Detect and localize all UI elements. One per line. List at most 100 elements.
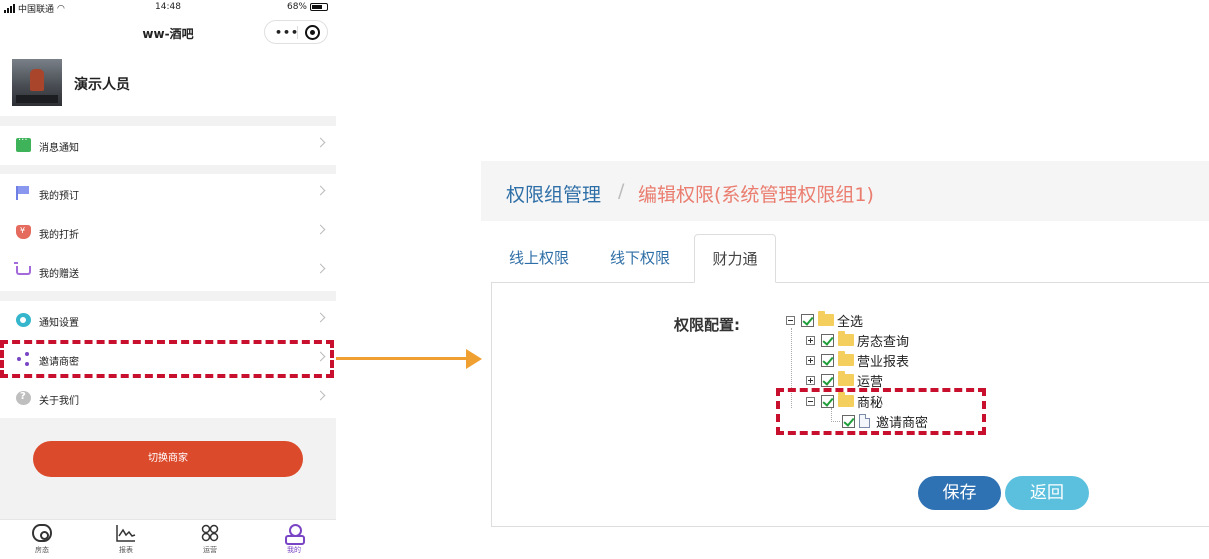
back-button[interactable]: 返回 bbox=[1005, 476, 1089, 510]
gear-icon bbox=[16, 313, 31, 327]
tree-node-invite-secretary: 邀请商密 bbox=[842, 413, 929, 431]
tree-node-label[interactable]: 运营 bbox=[857, 374, 884, 390]
tab-label: 运营 bbox=[203, 546, 217, 554]
arrow-right-icon bbox=[466, 349, 482, 369]
permission-config-label: 权限配置: bbox=[674, 316, 740, 334]
share-icon bbox=[16, 352, 31, 366]
tree-guide bbox=[831, 421, 840, 422]
breadcrumb-parent[interactable]: 权限组管理 bbox=[506, 184, 602, 206]
tree-node-select-all: 全选 bbox=[786, 311, 864, 330]
expand-icon[interactable] bbox=[806, 335, 815, 345]
menu-item-label: 消息通知 bbox=[39, 143, 79, 154]
status-left: 中国联通 ◠ bbox=[4, 2, 65, 15]
arrow-connector bbox=[336, 357, 468, 360]
tree-node-label[interactable]: 营业报表 bbox=[857, 354, 910, 370]
menu-item-label: 我的预订 bbox=[39, 191, 79, 202]
menu-item-my-booking[interactable]: 我的预订 bbox=[0, 174, 336, 213]
command-icon bbox=[201, 524, 219, 542]
menu-item-label: 邀请商密 bbox=[39, 357, 79, 368]
chevron-right-icon bbox=[315, 185, 326, 196]
signal-icon bbox=[4, 4, 15, 13]
nav-bar: ww-酒吧 ••• bbox=[0, 16, 336, 50]
menu-group-1: 消息通知 bbox=[0, 126, 336, 165]
profile-name: 演示人员 bbox=[74, 77, 130, 93]
profile-card: 演示人员 bbox=[0, 50, 336, 116]
menu-item-notify-settings[interactable]: 通知设置 bbox=[0, 301, 336, 340]
tab-label: 我的 bbox=[287, 546, 301, 554]
menu-item-invite-secretary[interactable]: 邀请商密 bbox=[0, 340, 336, 379]
switch-merchant-button[interactable]: 切换商家 bbox=[33, 441, 303, 477]
tab-operations[interactable]: 运营 bbox=[168, 520, 252, 559]
capsule-divider bbox=[297, 26, 298, 39]
folder-icon bbox=[838, 351, 854, 366]
menu-item-my-discount[interactable]: 我的打折 bbox=[0, 213, 336, 252]
tab-reports[interactable]: 报表 bbox=[84, 520, 168, 559]
tab-room-status[interactable]: 房态 bbox=[0, 520, 84, 559]
tab-bar: 房态 报表 运营 我的 bbox=[0, 519, 336, 559]
tab-mine[interactable]: 我的 bbox=[252, 520, 336, 559]
status-bar: 中国联通 ◠ 14:48 68% bbox=[0, 0, 336, 16]
message-icon bbox=[16, 135, 31, 152]
tree-node-label[interactable]: 房态查询 bbox=[857, 334, 910, 350]
collapse-icon[interactable] bbox=[786, 315, 795, 325]
chevron-right-icon bbox=[315, 137, 326, 148]
highlight-secretary-node bbox=[776, 388, 986, 435]
menu-item-label: 通知设置 bbox=[39, 318, 79, 329]
checkbox-business-report[interactable] bbox=[821, 353, 834, 367]
tree-node-label[interactable]: 全选 bbox=[837, 314, 864, 330]
checkbox-room-query[interactable] bbox=[821, 333, 834, 347]
collapse-icon[interactable] bbox=[806, 396, 815, 406]
tree-node-operations: 运营 bbox=[806, 371, 884, 390]
battery-icon bbox=[310, 3, 328, 11]
close-miniprogram-icon[interactable] bbox=[305, 25, 320, 40]
battery-percent: 68% bbox=[286, 2, 307, 12]
save-button[interactable]: 保存 bbox=[918, 476, 1001, 510]
flag-icon bbox=[16, 186, 31, 200]
tree-guide bbox=[791, 328, 792, 408]
tree-guide bbox=[831, 408, 832, 420]
menu-item-label: 我的打折 bbox=[39, 230, 79, 241]
tab-label: 报表 bbox=[119, 546, 133, 554]
menu-item-about-us[interactable]: 关于我们 bbox=[0, 379, 336, 418]
highlight-invite-menu bbox=[0, 340, 334, 378]
nav-title: ww-酒吧 bbox=[142, 27, 194, 41]
menu-item-notifications[interactable]: 消息通知 bbox=[0, 126, 336, 165]
menu-item-label: 我的赠送 bbox=[39, 269, 79, 280]
tree-node-room-query: 房态查询 bbox=[806, 331, 910, 350]
breadcrumb: 权限组管理 / 编辑权限(系统管理权限组1) bbox=[481, 161, 1209, 221]
tree-node-label[interactable]: 邀请商密 bbox=[876, 415, 929, 431]
wifi-icon: ◠ bbox=[57, 3, 65, 14]
tab-cailitong[interactable]: 财力通 bbox=[694, 234, 776, 283]
expand-icon[interactable] bbox=[806, 355, 815, 365]
tree-node-label[interactable]: 商秘 bbox=[857, 395, 884, 411]
document-icon bbox=[859, 414, 870, 428]
folder-icon bbox=[818, 311, 834, 326]
checkbox-select-all[interactable] bbox=[801, 313, 814, 327]
checkbox-invite-secretary[interactable] bbox=[842, 414, 855, 428]
chevron-right-icon bbox=[315, 390, 326, 401]
menu-item-label: 关于我们 bbox=[39, 396, 79, 407]
cart-icon bbox=[14, 262, 31, 275]
user-icon bbox=[284, 524, 305, 545]
chevron-right-icon bbox=[315, 263, 326, 274]
more-icon[interactable]: ••• bbox=[275, 26, 300, 39]
tab-offline-permissions[interactable]: 线下权限 bbox=[610, 249, 671, 267]
expand-icon[interactable] bbox=[806, 375, 815, 385]
breadcrumb-current: 编辑权限(系统管理权限组1) bbox=[638, 184, 874, 206]
checkbox-secretary[interactable] bbox=[821, 394, 834, 408]
menu-group-2: 我的预订 我的打折 我的赠送 bbox=[0, 174, 336, 291]
tab-label: 房态 bbox=[35, 546, 49, 554]
status-time: 14:48 bbox=[155, 2, 181, 12]
chevron-right-icon bbox=[315, 312, 326, 323]
checkbox-operations[interactable] bbox=[821, 373, 834, 387]
folder-icon bbox=[838, 371, 854, 386]
eye-icon bbox=[32, 524, 52, 542]
permission-tabs: 线上权限 线下权限 财力通 bbox=[491, 234, 1209, 283]
carrier: 中国联通 bbox=[18, 5, 55, 15]
breadcrumb-separator: / bbox=[618, 180, 625, 202]
menu-item-my-gift[interactable]: 我的赠送 bbox=[0, 252, 336, 291]
status-right: 68% bbox=[287, 2, 328, 12]
tab-online-permissions[interactable]: 线上权限 bbox=[509, 249, 570, 267]
chevron-right-icon bbox=[315, 224, 326, 235]
